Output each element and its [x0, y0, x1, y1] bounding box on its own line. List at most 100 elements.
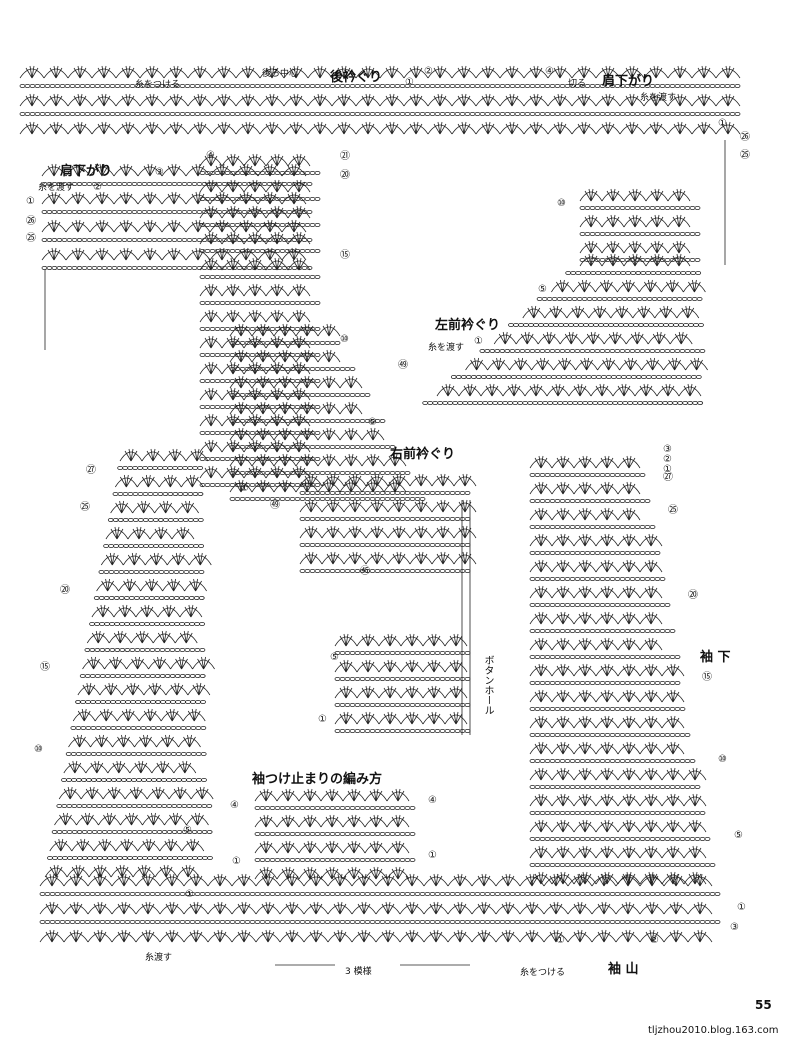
stitch: [285, 873, 299, 887]
stitch: [68, 760, 82, 774]
stitch: [433, 93, 447, 107]
stitch: [369, 840, 383, 854]
stitch: [693, 901, 707, 915]
stitch: [356, 714, 380, 725]
stitch: [226, 465, 240, 479]
stitch: [158, 477, 182, 488]
stitch: [544, 308, 568, 319]
stitch: [41, 194, 67, 205]
stitch: [299, 554, 323, 565]
title-sleeve-join: 袖つけ止まりの編み方: [252, 772, 383, 787]
stitch: [322, 427, 336, 441]
stitch: [578, 793, 592, 807]
stitch: [170, 659, 193, 670]
stitch: [573, 901, 587, 915]
row-marker: ㉗: [663, 471, 673, 483]
stitch: [154, 867, 178, 878]
stitch: [226, 309, 240, 323]
stitch: [234, 401, 248, 415]
stitch: [186, 815, 209, 826]
stitch: [143, 247, 157, 261]
stitch: [163, 124, 189, 135]
stitch: [715, 68, 741, 79]
stitch: [233, 166, 259, 177]
row-marker: ②: [424, 66, 433, 77]
stitch: [600, 871, 614, 885]
stitch: [91, 607, 115, 618]
stitch: [113, 607, 137, 618]
stitch: [458, 473, 472, 487]
stitch: [229, 404, 253, 415]
stitch: [453, 901, 467, 915]
stitch: [160, 711, 184, 722]
stitch: [90, 760, 104, 774]
stitch: [321, 476, 345, 487]
stitch: [146, 448, 160, 462]
stitch: [135, 630, 149, 644]
stitch: [339, 633, 353, 647]
stitch: [221, 390, 245, 401]
stitch: [601, 243, 625, 254]
stitch: [427, 68, 453, 79]
stitch: [289, 65, 303, 79]
stitch: [281, 194, 307, 205]
stitch: [89, 166, 115, 177]
stitch: [313, 93, 327, 107]
stitch: [56, 804, 213, 808]
stitch: [564, 331, 578, 345]
stitch: [178, 737, 201, 748]
stitch: [588, 308, 612, 319]
stitch: [25, 121, 39, 135]
stitch: [365, 528, 389, 539]
stitch: [159, 932, 185, 943]
stitch: [399, 876, 425, 887]
stitch: [207, 876, 233, 887]
stitch: [573, 796, 597, 807]
stitch: [157, 630, 171, 644]
stitch: [141, 474, 155, 488]
stitch: [529, 692, 553, 703]
stitch: [120, 815, 143, 826]
stitch: [199, 197, 321, 201]
stitch: [551, 536, 575, 547]
stitch: [595, 848, 619, 859]
stitch: [595, 874, 619, 885]
stitch: [453, 929, 467, 943]
stitch: [600, 455, 614, 469]
stitch: [400, 636, 424, 647]
stitch: [542, 331, 556, 345]
stitch: [453, 502, 477, 513]
stitch: [73, 65, 87, 79]
stitch: [597, 873, 611, 887]
stitch: [431, 476, 455, 487]
stitch: [427, 124, 453, 135]
stitch: [254, 869, 278, 880]
stitch: [270, 361, 284, 375]
stitch: [600, 767, 614, 781]
stitch: [387, 502, 411, 513]
stitch: [256, 427, 270, 441]
stitch: [129, 763, 153, 774]
stitch: [279, 904, 305, 915]
stitch: [209, 222, 235, 233]
stitch: [124, 789, 148, 800]
stitch: [111, 932, 137, 943]
stitch: [688, 793, 702, 807]
stitch: [183, 876, 209, 887]
stitch: [204, 231, 218, 245]
row-marker: ⑤: [734, 830, 743, 841]
stitch: [234, 427, 248, 441]
stitch: [119, 219, 133, 233]
stitch: [379, 96, 405, 107]
stitch: [508, 323, 704, 327]
stitch: [325, 866, 339, 880]
stitch: [645, 929, 659, 943]
stitch: [356, 636, 380, 647]
stitch: [300, 401, 314, 415]
stitch: [193, 552, 207, 566]
stitch: [663, 904, 689, 915]
stitch: [578, 689, 592, 703]
stitch: [344, 453, 358, 467]
stitch: [71, 841, 95, 852]
stitch: [385, 65, 399, 79]
